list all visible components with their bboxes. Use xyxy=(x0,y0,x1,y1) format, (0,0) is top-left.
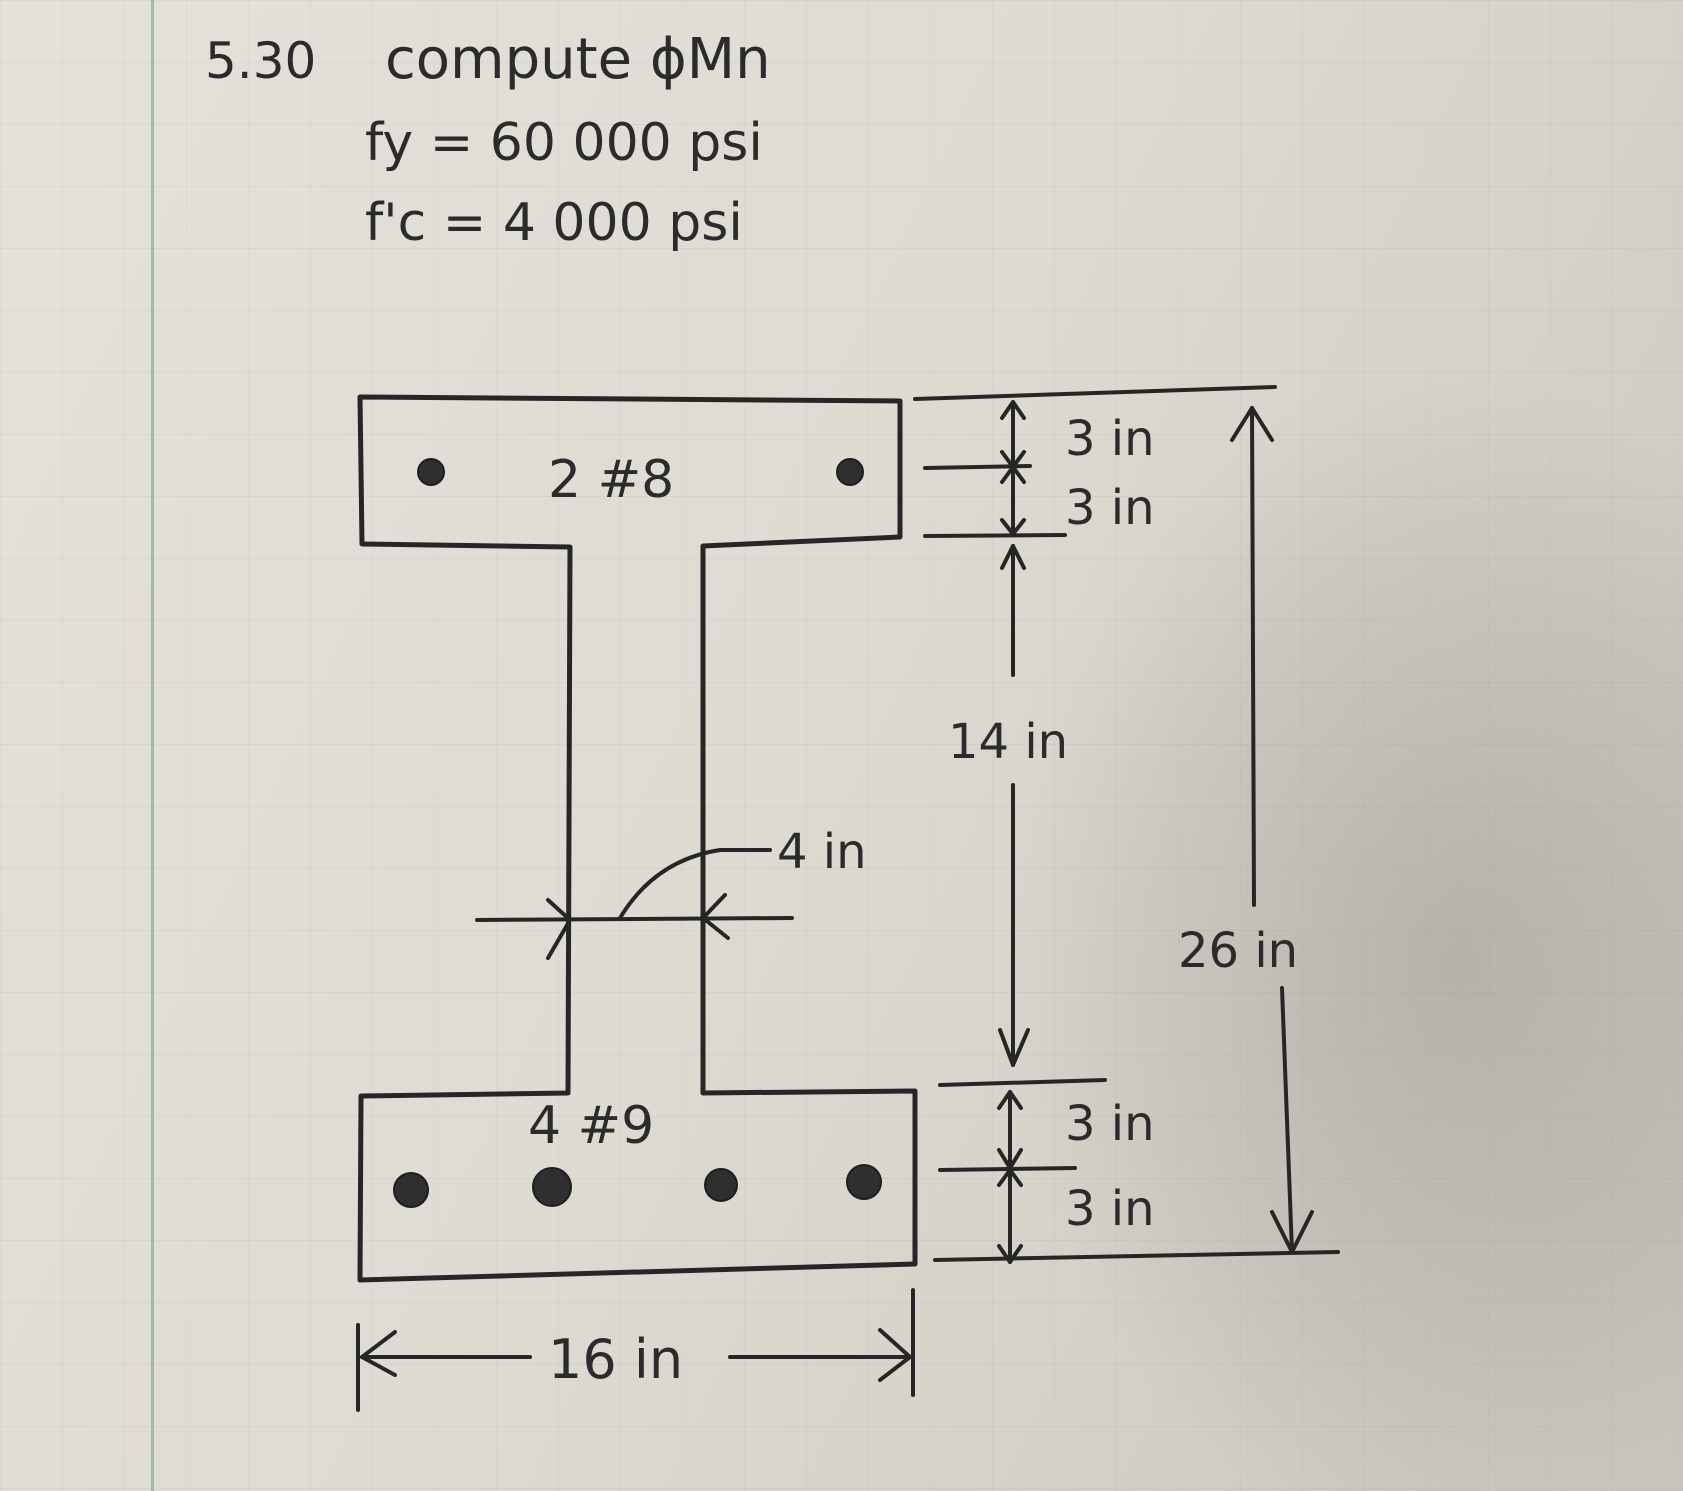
bottom-bar-3 xyxy=(704,1168,738,1202)
bottom-rebar-group xyxy=(393,1164,882,1208)
fy-value: fy = 60 000 psi xyxy=(365,113,763,173)
fc-value: f'c = 4 000 psi xyxy=(365,193,743,253)
bottom-bars-label: 4 #9 xyxy=(528,1096,654,1156)
top-bars-label: 2 #8 xyxy=(548,450,674,510)
top-rebar-group xyxy=(417,458,864,486)
top-flange-lower-label: 3 in xyxy=(1065,480,1155,536)
extension-lines xyxy=(913,385,1340,1262)
top-bar-2 xyxy=(836,458,864,486)
bottom-flange-upper-label: 3 in xyxy=(1065,1096,1155,1152)
total-height-dimension xyxy=(1230,406,1314,1254)
total-height-label: 26 in xyxy=(1178,923,1298,979)
top-flange-dimension xyxy=(1000,400,1026,536)
overall-width-label: 16 in xyxy=(548,1328,683,1391)
bottom-bar-1 xyxy=(393,1172,429,1208)
margin-line xyxy=(151,0,154,1491)
web-height-dimension xyxy=(998,544,1030,1067)
overall-width-dimension xyxy=(356,1288,915,1412)
top-bar-1 xyxy=(417,458,445,486)
problem-number: 5.30 xyxy=(205,32,316,90)
bottom-flange-lower-label: 3 in xyxy=(1065,1181,1155,1237)
web-height-label: 14 in xyxy=(948,714,1068,770)
web-width-dimension xyxy=(475,848,794,960)
bottom-bar-4 xyxy=(846,1164,882,1200)
top-flange-upper-label: 3 in xyxy=(1065,411,1155,467)
i-section-outline xyxy=(357,394,918,1283)
bottom-flange-dimension xyxy=(997,1090,1023,1264)
page-shadow xyxy=(1000,360,1683,1491)
problem-title: compute ϕMn xyxy=(385,27,771,92)
bottom-bar-2 xyxy=(532,1167,572,1207)
web-width-label: 4 in xyxy=(777,824,867,880)
